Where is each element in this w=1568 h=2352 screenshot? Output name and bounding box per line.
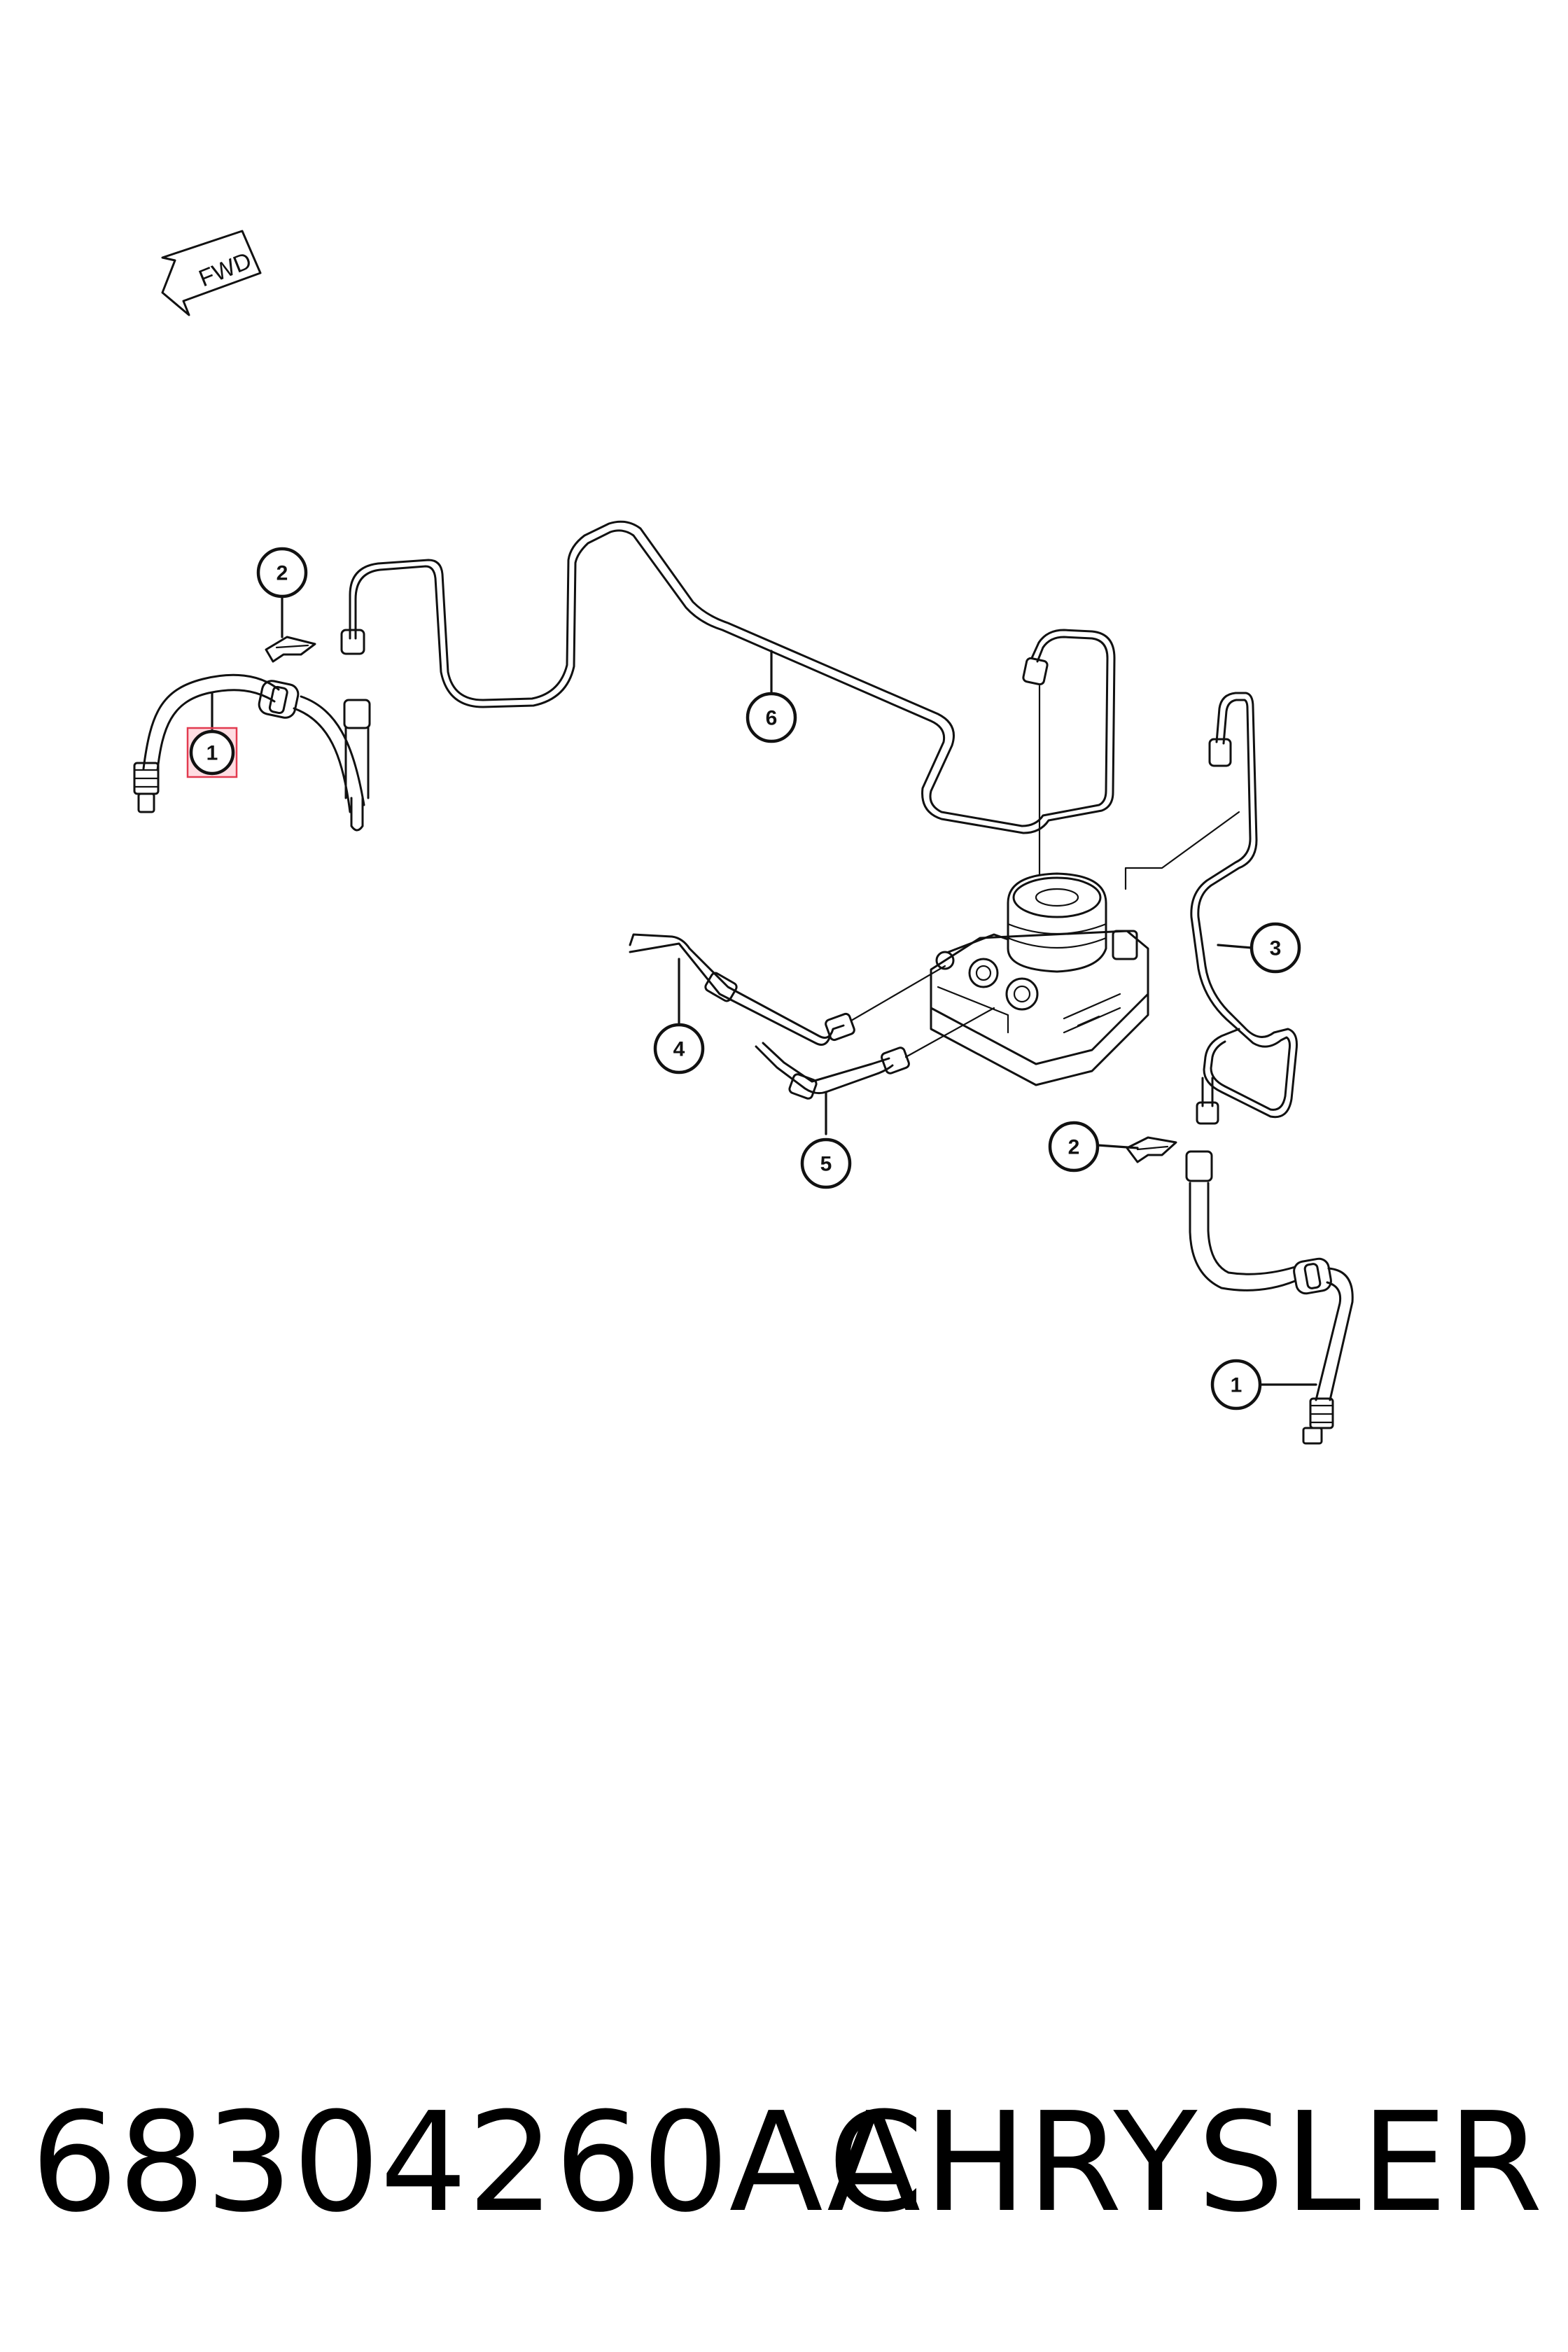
part-number: 68304260AA (31, 2083, 921, 2243)
brake-line-6 (340, 520, 1116, 834)
brake-line-3 (1190, 692, 1298, 1125)
brand-name: CHRYSLER (827, 2083, 1543, 2243)
callout-6-label: 6 (766, 707, 778, 730)
callout-4-label: 4 (673, 1038, 685, 1061)
callout-2-right-label: 2 (1068, 1136, 1080, 1159)
abs-module (930, 872, 1149, 1086)
callout-1-right[interactable]: 1 (1210, 1359, 1262, 1410)
callout-2-right[interactable]: 2 (1048, 1121, 1100, 1172)
left-brake-hose (133, 673, 365, 813)
leader-2-right (1096, 1144, 1139, 1149)
callout-2-left-label: 2 (276, 562, 288, 585)
brake-line-4 (629, 933, 946, 1046)
callout-5[interactable]: 5 (800, 1138, 852, 1189)
callout-1-left[interactable]: 1 (186, 727, 238, 778)
right-clip-bracket (1126, 1136, 1177, 1163)
callout-3-label: 3 (1270, 937, 1282, 960)
leader-3 (1217, 944, 1253, 949)
callout-4[interactable]: 4 (653, 1023, 705, 1074)
fwd-arrow-icon: FWD (161, 230, 262, 316)
footer: 68304260AA CHRYSLER (31, 2093, 1543, 2233)
brake-line-5 (755, 1007, 995, 1100)
callout-2-left[interactable]: 2 (256, 547, 308, 598)
abs-connector-line-3 (1124, 811, 1240, 890)
left-tube-end (343, 699, 371, 832)
callout-5-label: 5 (820, 1153, 832, 1176)
right-brake-hose (1185, 1150, 1354, 1445)
callout-6[interactable]: 6 (746, 692, 797, 743)
callout-3[interactable]: 3 (1250, 922, 1301, 974)
left-clip-bracket (265, 636, 316, 663)
callout-1-left-label: 1 (206, 742, 218, 765)
callout-1-right-label: 1 (1231, 1374, 1242, 1397)
